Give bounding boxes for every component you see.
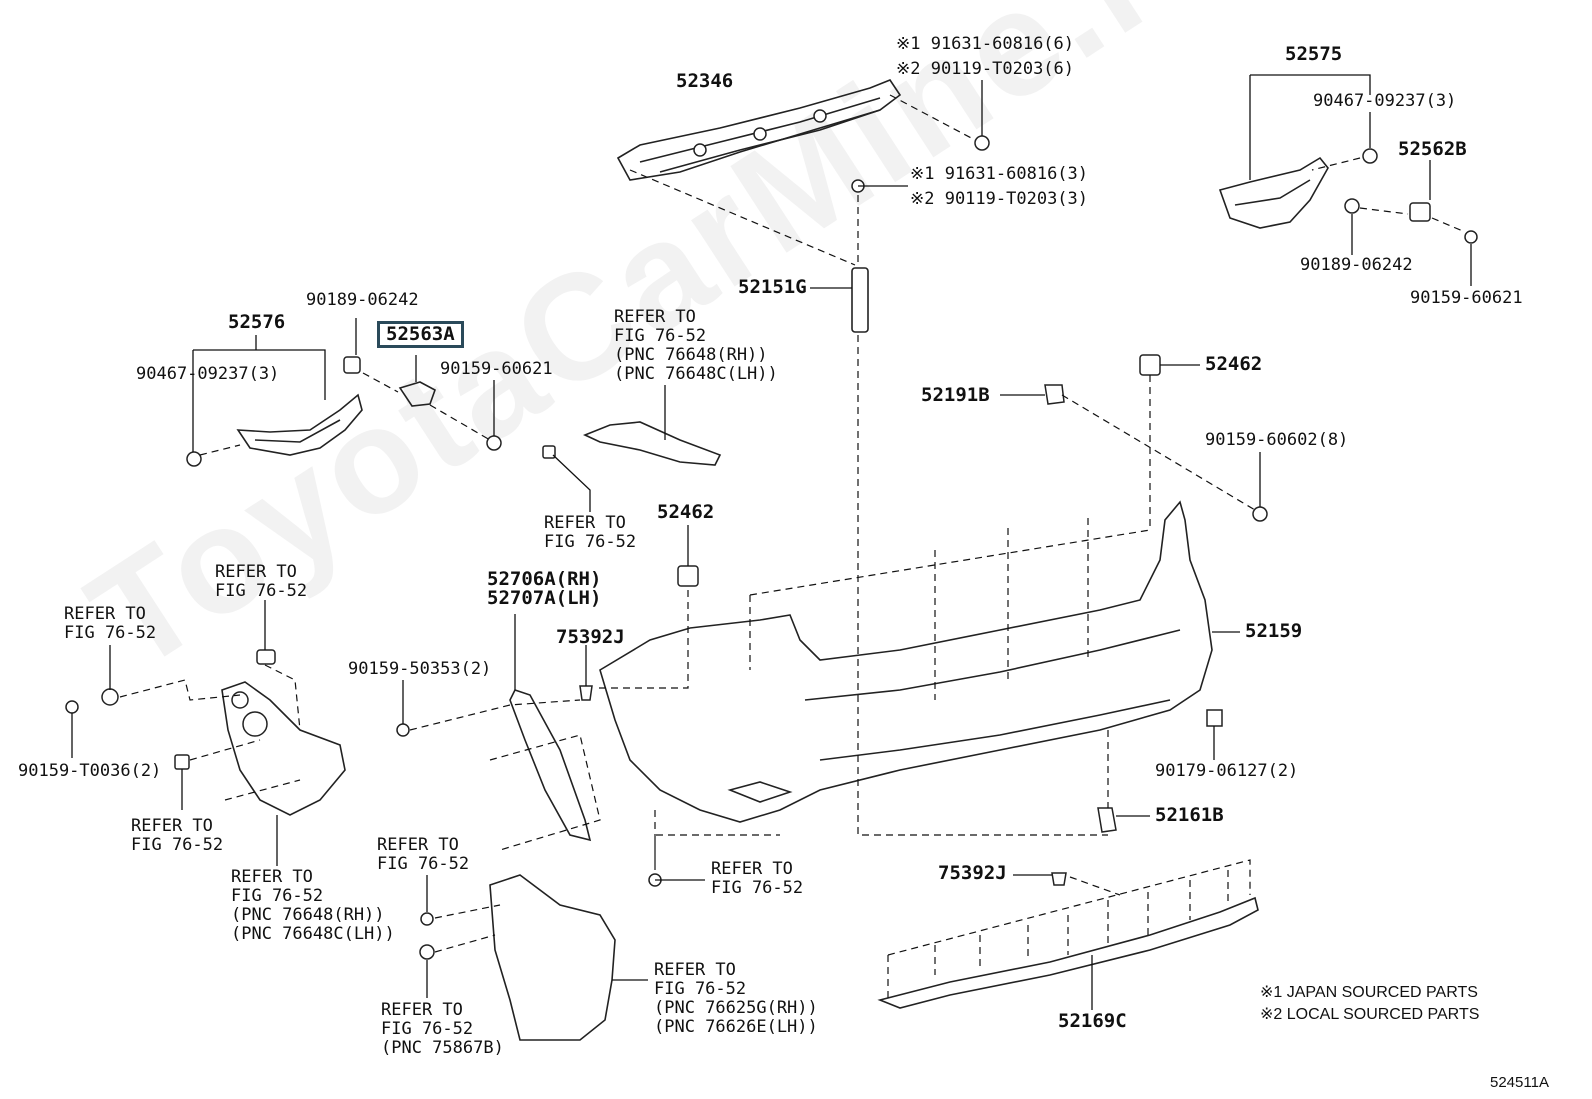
refer-label-left: REFER TO FIG 76-52 bbox=[64, 604, 157, 643]
part-52575-drawing bbox=[1218, 148, 1478, 244]
part-label-bolt-top-1: ※1 91631-60816(6) bbox=[896, 34, 1075, 54]
refer-label-pnc-left: REFER TO FIG 76-52 (PNC 76648(RH)) (PNC … bbox=[231, 867, 395, 944]
part-label-52191B: 52191B bbox=[921, 384, 990, 406]
part-label-90189-left: 90189-06242 bbox=[306, 290, 419, 310]
leader-lines bbox=[71, 74, 1472, 1010]
part-label-bolt-mid-1: ※1 91631-60816(3) bbox=[910, 164, 1089, 184]
refer-label-flap: REFER TO FIG 76-52 bbox=[377, 835, 470, 874]
part-label-52161B: 52161B bbox=[1155, 804, 1224, 826]
part-52191B-drawing bbox=[1044, 384, 1065, 405]
part-label-bolt-mid-2: ※2 90119-T0203(3) bbox=[910, 189, 1089, 209]
figure-code: 524511A bbox=[1490, 1074, 1549, 1091]
refer-label-left-bot: REFER TO FIG 76-52 bbox=[131, 816, 224, 855]
refer-label-bottom-mid: REFER TO FIG 76-52 bbox=[711, 859, 804, 898]
pad-52462-mid bbox=[677, 565, 699, 587]
part-label-90159-left: 90159-60621 bbox=[440, 359, 553, 379]
part-label-52563A-highlighted[interactable]: 52563A bbox=[377, 321, 464, 348]
part-52346-drawing bbox=[616, 79, 902, 181]
refer-label-flap-right: REFER TO FIG 76-52 (PNC 76625G(RH)) (PNC… bbox=[654, 960, 818, 1037]
refer-label-top: REFER TO FIG 76-52 (PNC 76648(RH)) (PNC … bbox=[614, 307, 778, 384]
mud-flap-drawing bbox=[489, 874, 616, 1041]
part-label-52706A: 52706A(RH) 52707A(LH) bbox=[487, 568, 602, 609]
bolt-icon bbox=[1252, 506, 1268, 522]
legend-item-local: ※2 LOCAL SOURCED PARTS bbox=[1260, 1006, 1480, 1023]
bumper-cover-52159-drawing bbox=[599, 500, 1213, 823]
bolt-icon bbox=[974, 135, 990, 151]
part-label-90179: 90179-06127(2) bbox=[1155, 761, 1299, 781]
part-52576-drawing bbox=[186, 356, 502, 467]
part-label-90159-50353: 90159-50353(2) bbox=[348, 659, 492, 679]
part-label-52462-mid: 52462 bbox=[657, 501, 715, 523]
legend-item-japan: ※1 JAPAN SOURCED PARTS bbox=[1260, 984, 1478, 1001]
part-label-90159-T0036: 90159-T0036(2) bbox=[18, 761, 162, 781]
part-label-52159: 52159 bbox=[1245, 620, 1303, 642]
part-label-52576: 52576 bbox=[228, 311, 286, 333]
part-label-90467-left: 90467-09237(3) bbox=[136, 364, 280, 384]
part-label-90159-60602: 90159-60602(8) bbox=[1205, 430, 1349, 450]
part-label-52151G: 52151G bbox=[738, 276, 807, 298]
part-52151G-drawing bbox=[851, 179, 869, 333]
part-label-52462-right: 52462 bbox=[1205, 353, 1263, 375]
part-label-bolt-top-2: ※2 90119-T0203(6) bbox=[896, 59, 1075, 79]
side-retainer-drawing bbox=[542, 421, 722, 466]
part-label-75392J: 75392J bbox=[556, 626, 625, 648]
assembly-dash-lines bbox=[119, 94, 1466, 1000]
part-label-52346: 52346 bbox=[676, 70, 734, 92]
refer-label-flap-bot: REFER TO FIG 76-52 (PNC 75867B) bbox=[381, 1000, 504, 1058]
part-label-90159-right: 90159-60621 bbox=[1410, 288, 1523, 308]
part-52706A-drawing bbox=[509, 689, 592, 842]
part-label-90467-right: 90467-09237(3) bbox=[1313, 91, 1457, 111]
part-label-52575: 52575 bbox=[1285, 43, 1343, 65]
part-label-52562B: 52562B bbox=[1398, 138, 1467, 160]
part-label-52169C: 52169C bbox=[1058, 1010, 1127, 1032]
refer-label-mid: REFER TO FIG 76-52 bbox=[544, 513, 637, 552]
part-52169C-drawing bbox=[877, 896, 1259, 1009]
part-label-75392J-bottom: 75392J bbox=[938, 862, 1007, 884]
pad-52462-right bbox=[1139, 354, 1161, 376]
fender-liner-drawing bbox=[221, 681, 346, 816]
part-label-90189-right: 90189-06242 bbox=[1300, 255, 1413, 275]
refer-label-left-top: REFER TO FIG 76-52 bbox=[215, 562, 308, 601]
